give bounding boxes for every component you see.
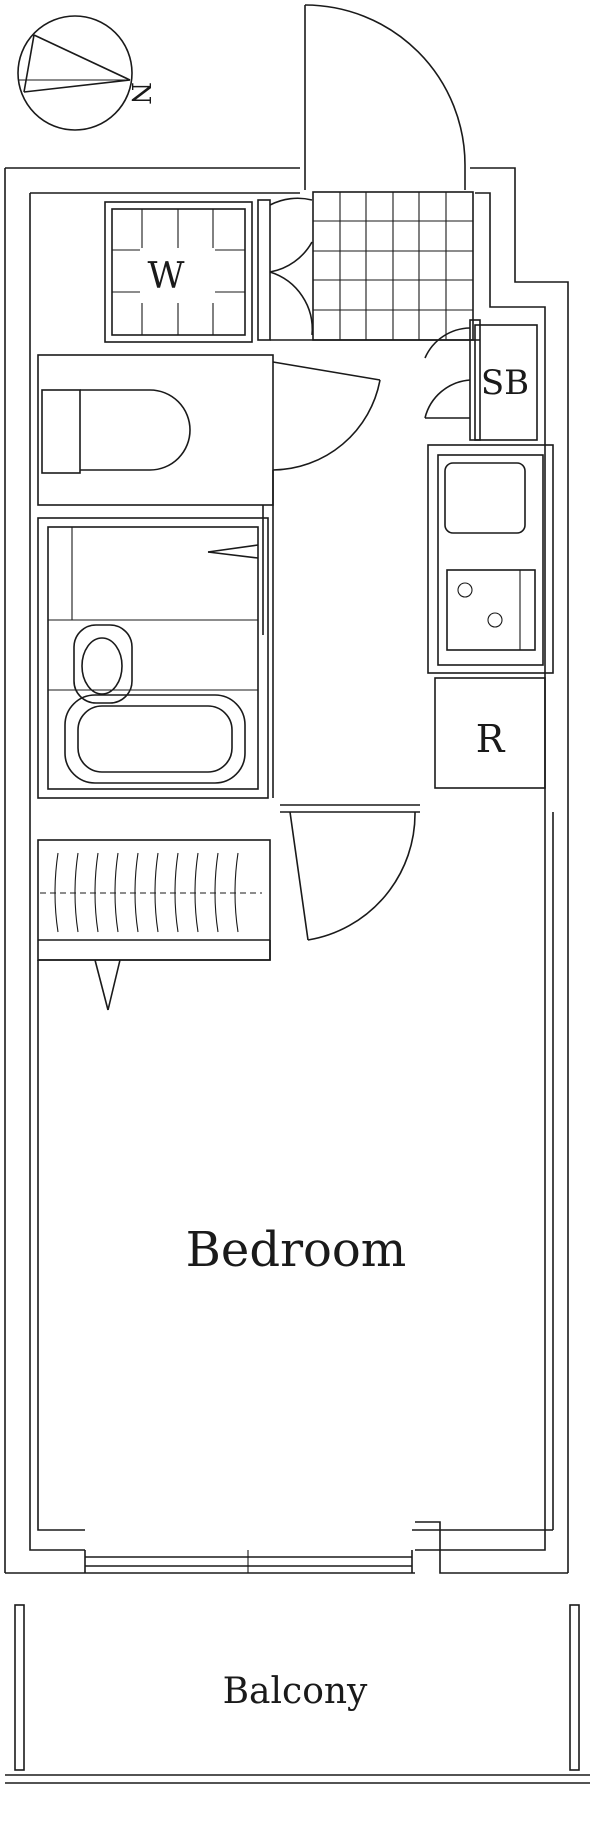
- toilet-room: [37, 354, 381, 506]
- kitchen-counter: [427, 444, 554, 674]
- bedroom-walls: [37, 812, 554, 1531]
- compass: N: [17, 15, 155, 131]
- balcony: [5, 1604, 590, 1784]
- entry-interior-door: [257, 197, 480, 341]
- shoe-box-label: SB: [481, 363, 529, 403]
- outer-walls: [4, 167, 569, 1574]
- washer-closet: [104, 201, 253, 343]
- balcony-window: [84, 1550, 413, 1573]
- refrigerator: [434, 677, 546, 789]
- balcony-label: Balcony: [223, 1671, 368, 1712]
- bedroom-closet: [37, 839, 271, 1011]
- entrance-door: [304, 4, 466, 190]
- bedroom-door: [280, 804, 420, 941]
- bedroom-label: Bedroom: [186, 1222, 407, 1278]
- washer-label: W: [147, 256, 184, 297]
- shoe-box: [424, 319, 538, 441]
- refrigerator-label: R: [476, 717, 506, 761]
- compass-north-label: N: [125, 82, 155, 105]
- corridor-partition: [262, 505, 274, 798]
- entry-tiles: [312, 191, 474, 341]
- bathroom: [37, 517, 269, 799]
